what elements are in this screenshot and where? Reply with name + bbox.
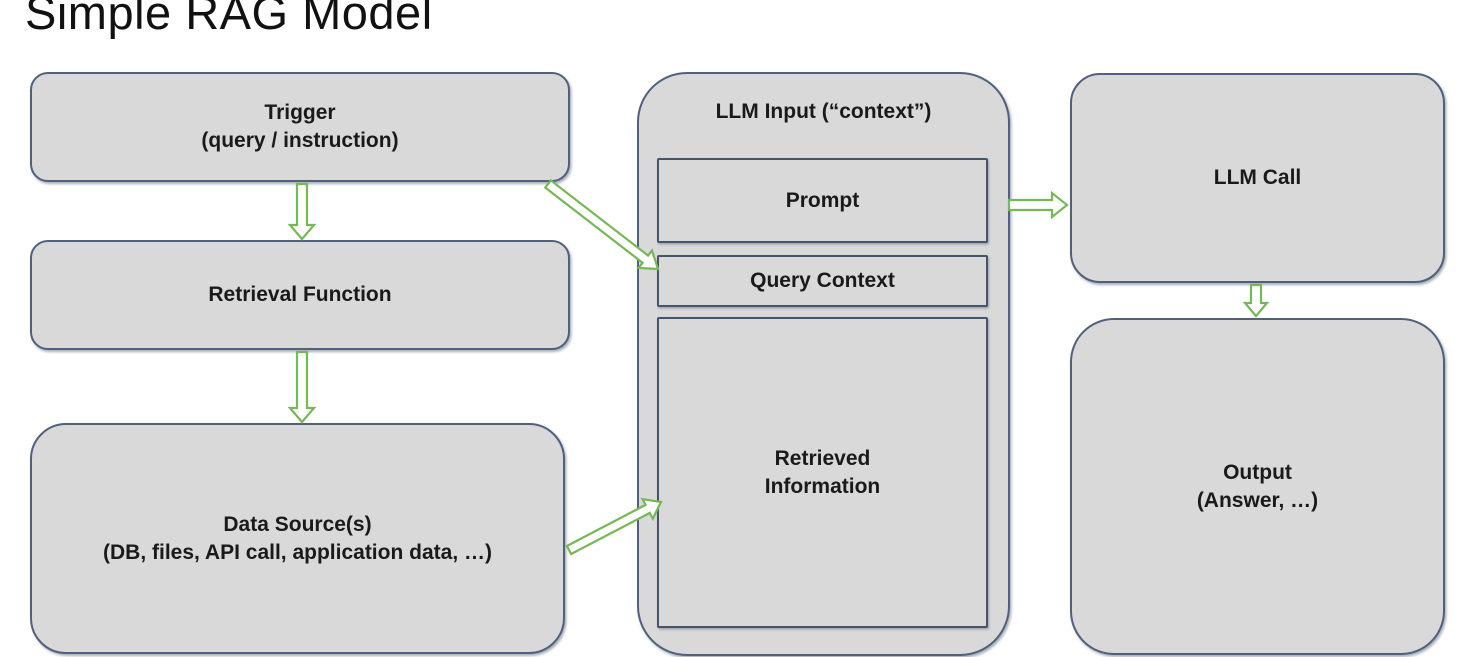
node-trigger: Trigger (query / instruction) (30, 72, 570, 182)
data-sources-label: Data Source(s) (223, 512, 372, 536)
retrieval-function-label: Retrieval Function (208, 283, 392, 307)
output-label: Output (1223, 460, 1292, 484)
node-llm-call: LLM Call (1070, 73, 1445, 283)
trigger-sublabel: (query / instruction) (201, 129, 399, 152)
retrieved-information-label: Retrieved Information (764, 446, 881, 498)
output-sublabel: (Answer, …) (1196, 488, 1319, 512)
node-output: Output (Answer, …) (1070, 318, 1445, 655)
llm-input-label: LLM Input (“context”) (715, 100, 932, 123)
arrow-retrieval-to-datasources-icon (287, 350, 317, 424)
node-prompt: Prompt (657, 158, 988, 243)
data-sources-sublabel: (DB, files, API call, application data, … (103, 540, 492, 564)
node-query-context: Query Context (657, 255, 988, 307)
node-data-sources: Data Source(s) (DB, files, API call, app… (30, 423, 565, 654)
trigger-label: Trigger (264, 101, 336, 125)
query-context-label: Query Context (750, 269, 895, 293)
arrow-trigger-to-retrieval-icon (287, 182, 317, 241)
node-retrieval-function: Retrieval Function (30, 240, 570, 350)
node-retrieved-information: Retrieved Information (657, 317, 988, 628)
page-title: Simple RAG Model (25, 0, 433, 39)
arrow-llm-call-to-output-icon (1242, 283, 1270, 318)
arrow-llm-input-to-llm-call-icon (1007, 190, 1069, 220)
prompt-label: Prompt (785, 188, 860, 212)
llm-call-label: LLM Call (1213, 166, 1302, 190)
